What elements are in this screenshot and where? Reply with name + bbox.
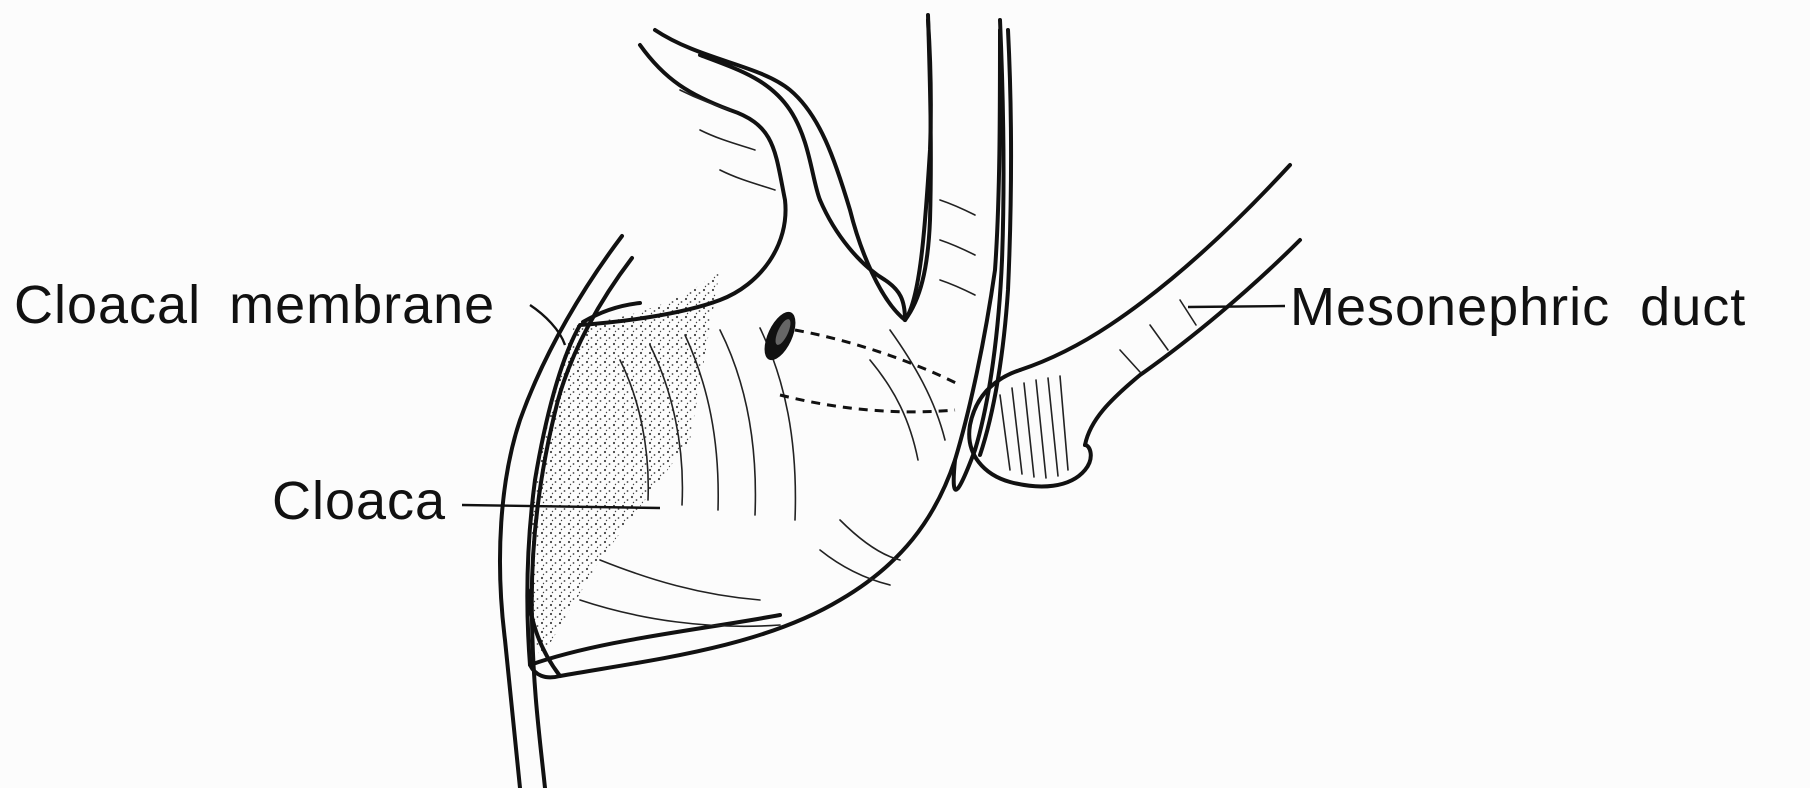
leader-cloacal-membrane <box>530 305 565 345</box>
duct-opening <box>758 307 802 364</box>
label-mesonephric-duct: Mesonephric duct <box>1290 280 1746 334</box>
internal-dashed-lines <box>780 330 960 412</box>
leader-mesonephric-duct <box>1188 306 1285 307</box>
label-cloacal-membrane: Cloacal membrane <box>14 278 495 332</box>
mesonephric-duct-tube <box>969 165 1300 486</box>
label-cloaca: Cloaca <box>272 474 446 528</box>
